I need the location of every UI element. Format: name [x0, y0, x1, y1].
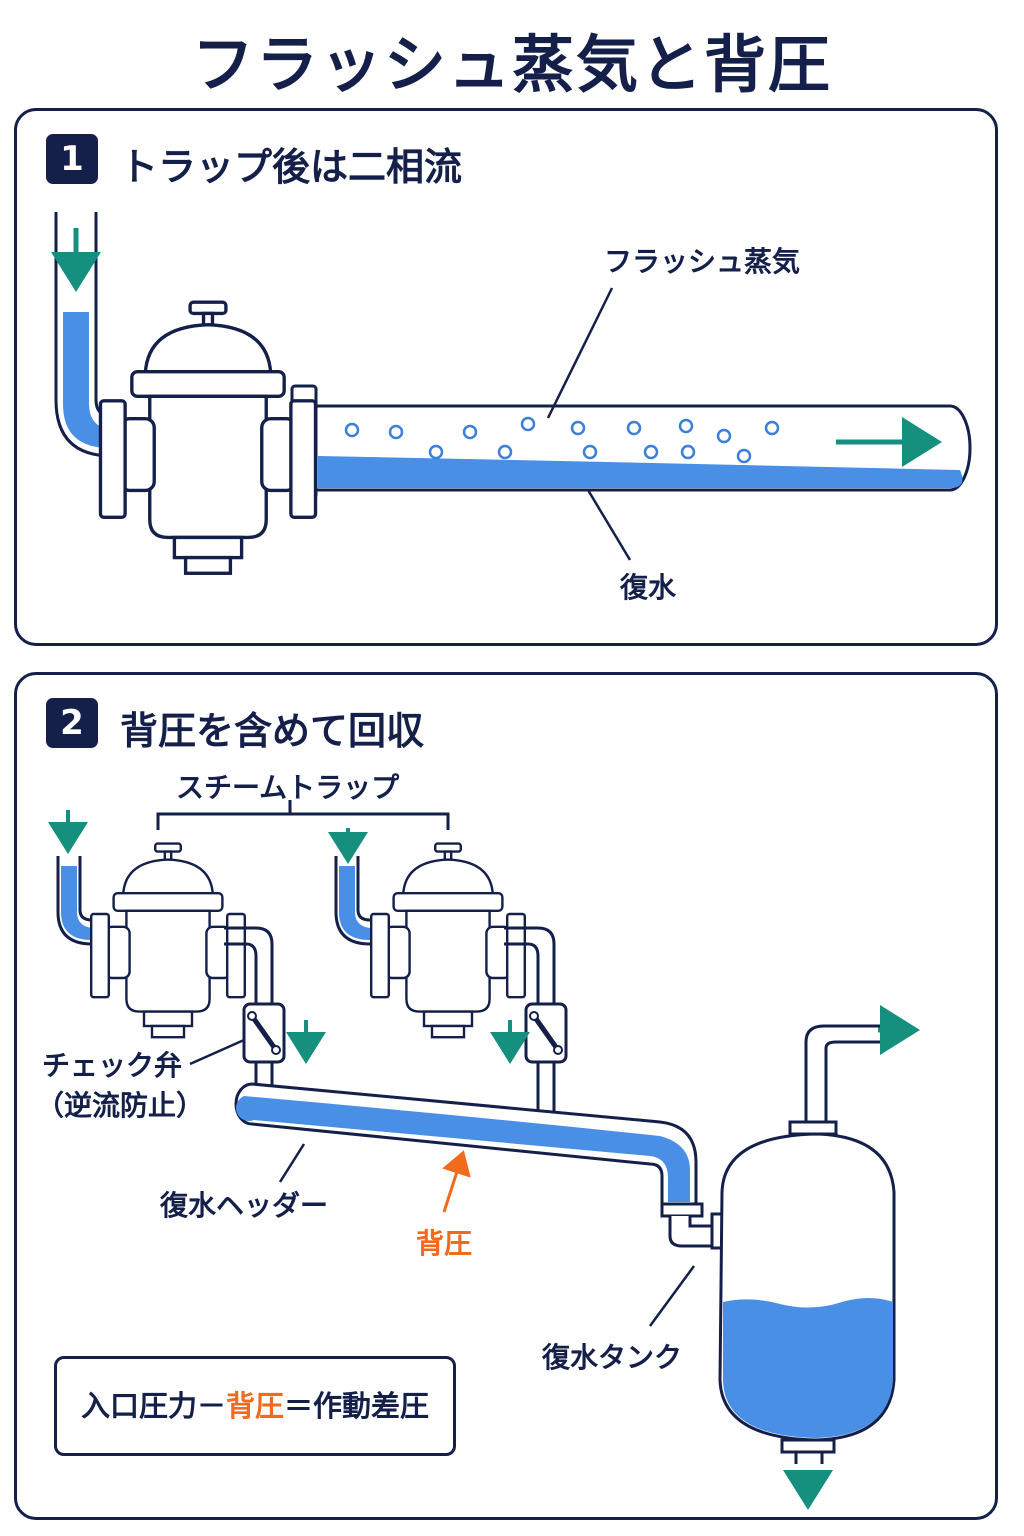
condensate-header	[234, 1082, 728, 1250]
trap-b-outlet-pipe	[504, 926, 556, 1004]
steam-trap-a	[89, 842, 247, 1039]
condensate-tank	[718, 1024, 896, 1464]
back-pressure-label: 背圧	[416, 1227, 473, 1260]
outlet-pipe	[316, 404, 972, 492]
flash-steam-bubbles	[344, 416, 780, 464]
trap-a-outlet-pipe	[224, 926, 274, 1004]
condensate-tank-label: 復水タンク	[542, 1341, 683, 1374]
page-title: フラッシュ蒸気と背圧	[191, 28, 832, 101]
flash-steam-leader	[546, 287, 614, 419]
formula-part-1: 入口圧力－	[80, 1389, 226, 1423]
formula-part-3: ＝作動差圧	[284, 1389, 430, 1423]
condensate-leader	[586, 489, 632, 561]
steam-trap-label: スチームトラップ	[176, 771, 400, 804]
section-2-title: 背圧を含めて回収	[120, 709, 425, 753]
check-valve-sublabel: （逆流防止）	[36, 1089, 205, 1122]
section-2-number-badge: 2	[46, 698, 98, 748]
trap-bracket	[156, 800, 450, 830]
check-valve-b	[524, 1002, 568, 1064]
formula-back-pressure: 背圧	[225, 1389, 284, 1423]
check-valve-a	[242, 1002, 286, 1064]
section-1-number-badge: 1	[46, 134, 98, 184]
condensate-label: 復水	[620, 571, 677, 604]
check-valve-label: チェック弁	[42, 1049, 183, 1082]
check-valve-leader	[189, 1038, 245, 1066]
formula-box: 入口圧力－背圧＝作動差圧	[54, 1356, 456, 1456]
flash-steam-label: フラッシュ蒸気	[604, 245, 801, 278]
formula-text: 入口圧力－背圧＝作動差圧	[57, 1359, 453, 1453]
back-pressure-arrow	[442, 1150, 471, 1213]
steam-trap-b	[370, 842, 526, 1039]
steam-trap-1	[98, 300, 318, 575]
section-1-title: トラップ後は二相流	[120, 145, 463, 189]
inlet-pipe-b	[334, 856, 371, 946]
inlet-pipe-a	[56, 856, 93, 946]
tank-leader	[648, 1265, 696, 1327]
condensate-header-label: 復水ヘッダー	[160, 1189, 329, 1222]
header-leader	[278, 1143, 306, 1183]
